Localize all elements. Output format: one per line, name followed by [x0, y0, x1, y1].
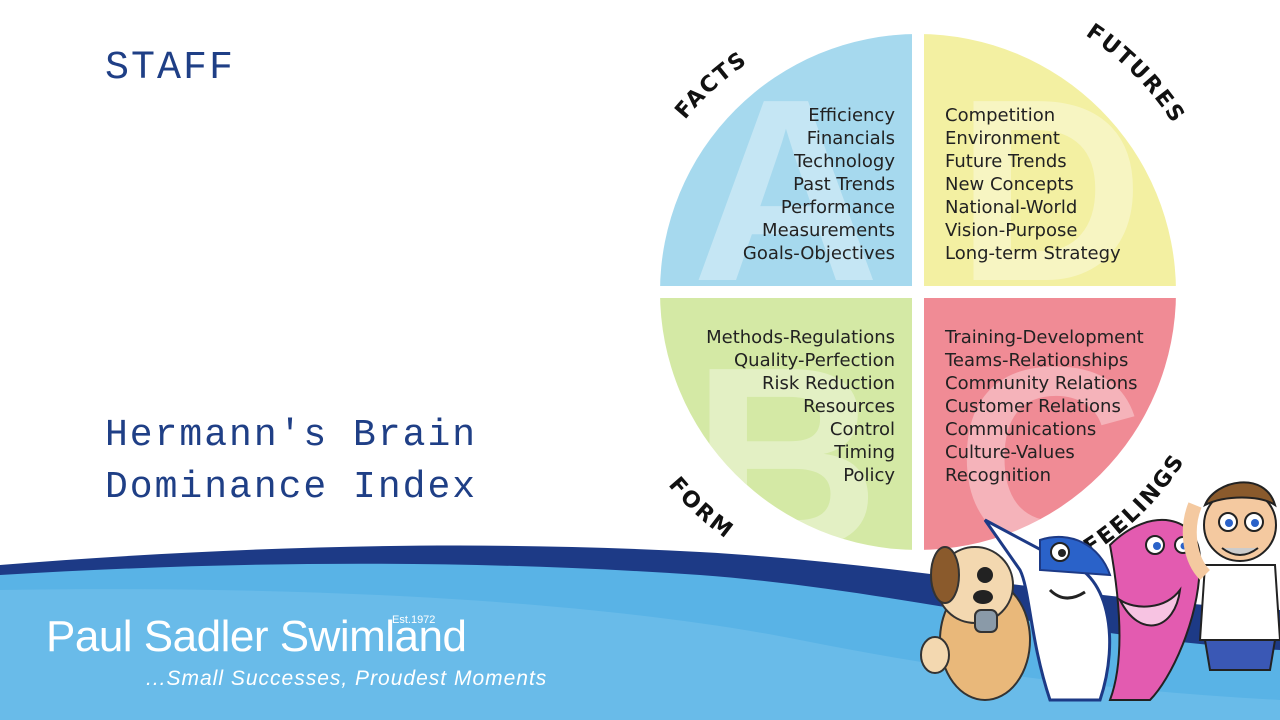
- item-b-7: Policy: [843, 465, 895, 486]
- established-label: Est.1972: [392, 614, 436, 626]
- item-c-6: Culture-Values: [945, 442, 1075, 463]
- item-a-1: Efficiency: [808, 105, 895, 126]
- item-a-5: Performance: [781, 197, 895, 218]
- item-b-2: Quality-Perfection: [734, 350, 895, 371]
- item-a-7: Goals-Objectives: [743, 243, 895, 264]
- item-c-5: Communications: [945, 419, 1096, 440]
- brand-logo-text: Paul Sadler Swimland: [46, 612, 467, 661]
- swordfish-mascot: [983, 518, 1112, 702]
- item-a-3: Technology: [793, 151, 895, 172]
- item-d-2: Environment: [945, 128, 1060, 149]
- quadrant-c-items: Training-Development Teams-Relationships…: [944, 327, 1144, 486]
- item-b-1: Methods-Regulations: [706, 327, 895, 348]
- dolphin-mascot: [1108, 519, 1202, 701]
- item-d-5: National-World: [945, 197, 1077, 218]
- item-a-6: Measurements: [762, 220, 895, 241]
- quadrant-b-items: Methods-Regulations Quality-Perfection R…: [706, 327, 895, 486]
- item-a-2: Financials: [807, 128, 895, 149]
- quadrant-a-items: Efficiency Financials Technology Past Tr…: [743, 105, 895, 264]
- item-b-6: Timing: [833, 442, 895, 463]
- item-d-3: Future Trends: [945, 151, 1067, 172]
- slide-subtitle-line-1: Hermann's Brain: [105, 414, 478, 457]
- item-b-5: Control: [830, 419, 895, 440]
- item-d-4: New Concepts: [945, 174, 1074, 195]
- dog-mascot: [920, 546, 1031, 701]
- brand-tagline: ...Small Successes, Proudest Moments: [146, 667, 548, 690]
- form-label-path: FORM: [663, 473, 736, 545]
- item-d-7: Long-term Strategy: [945, 243, 1121, 264]
- item-c-7: Recognition: [945, 465, 1051, 486]
- item-b-3: Risk Reduction: [762, 373, 895, 394]
- mascots: [920, 481, 1280, 702]
- item-a-4: Past Trends: [793, 174, 895, 195]
- man-mascot: [1182, 481, 1280, 671]
- item-b-4: Resources: [803, 396, 895, 417]
- form-label: FORM: [663, 473, 738, 545]
- slide-subtitle: Hermann's Brain Dominance Index: [105, 410, 477, 514]
- slide-subtitle-line-2: Dominance Index: [105, 466, 478, 509]
- item-c-1: Training-Development: [944, 327, 1144, 348]
- slide-heading: STAFF: [105, 46, 236, 91]
- item-d-6: Vision-Purpose: [945, 220, 1077, 241]
- item-c-4: Customer Relations: [945, 396, 1121, 417]
- quadrant-d-items: Competition Environment Future Trends Ne…: [945, 105, 1121, 264]
- item-c-3: Community Relations: [945, 373, 1138, 394]
- item-c-2: Teams-Relationships: [944, 350, 1128, 371]
- item-d-1: Competition: [945, 105, 1055, 126]
